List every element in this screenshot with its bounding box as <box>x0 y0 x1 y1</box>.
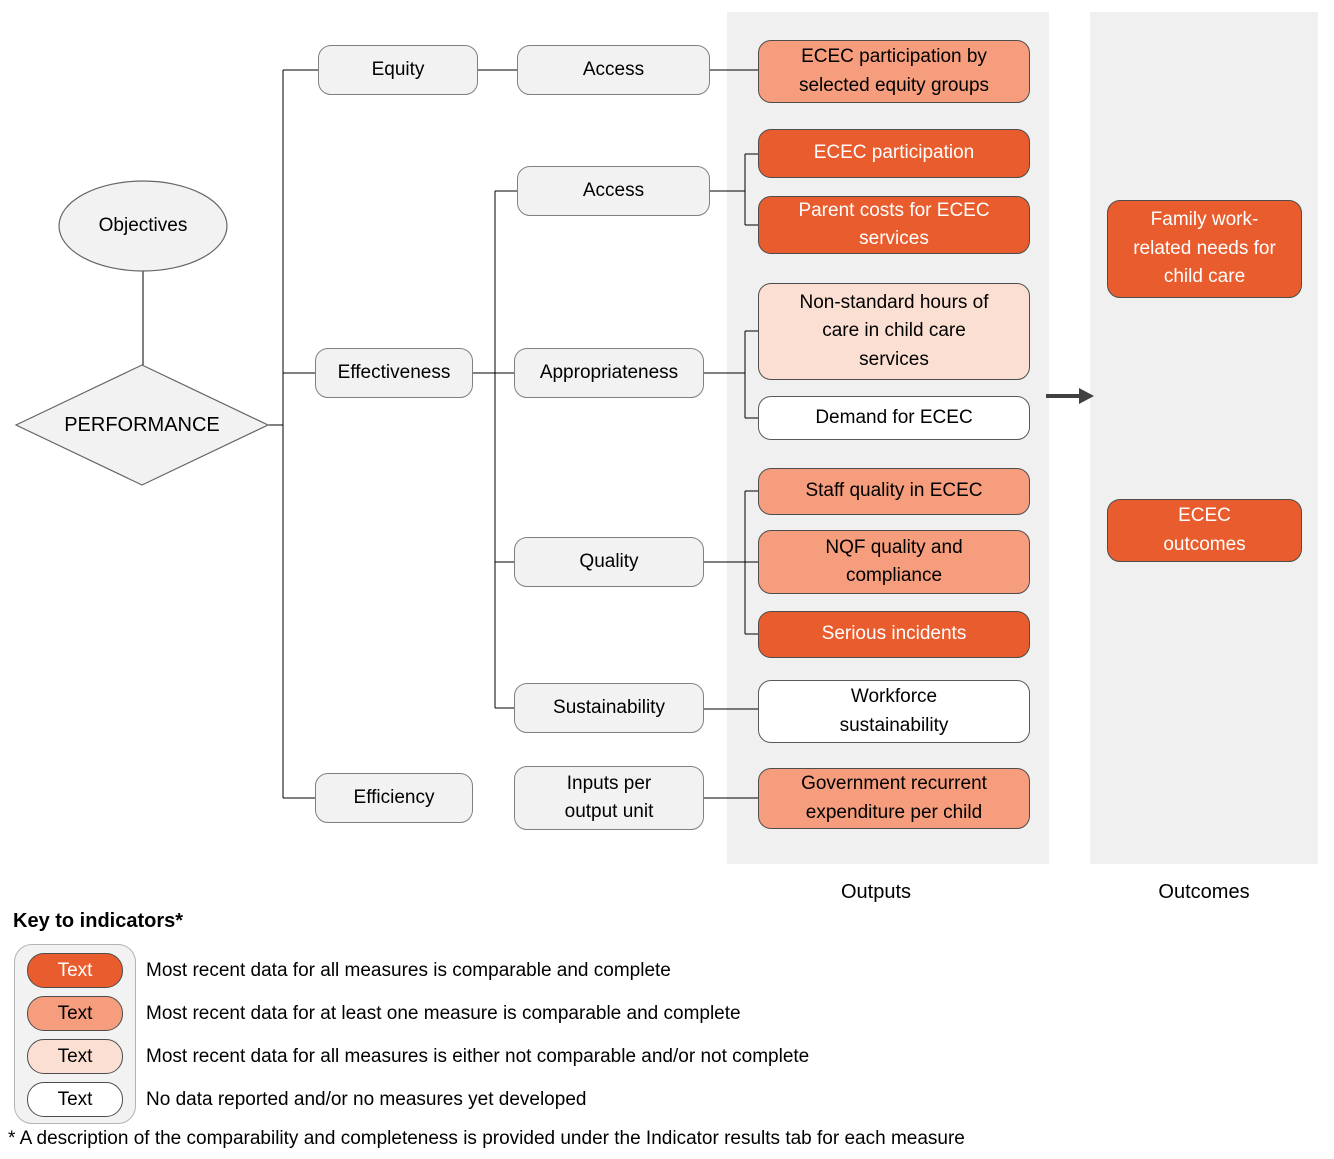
output-serious-incidents: Serious incidents <box>758 611 1030 658</box>
output-non-standard-hours: Non-standard hours of care in child care… <box>758 283 1030 380</box>
key-swatch-at-least-one: Text <box>27 996 123 1031</box>
node-sustainability: Sustainability <box>514 683 704 733</box>
performance-diamond <box>14 364 270 486</box>
outputs-column-label: Outputs <box>840 881 912 903</box>
key-swatch-not-comparable: Text <box>27 1039 123 1074</box>
key-swatch-all-comparable: Text <box>27 953 123 988</box>
key-description-all-comparable: Most recent data for all measures is com… <box>146 959 671 981</box>
node-effectiveness: Effectiveness <box>315 348 473 398</box>
outcomes-column-label: Outcomes <box>1158 881 1250 903</box>
node-quality: Quality <box>514 537 704 587</box>
objectives-label: Objectives <box>98 214 188 236</box>
outcome-family-work-needs: Family work-related needs for child care <box>1107 200 1302 298</box>
key-description-not-comparable: Most recent data for all measures is eit… <box>146 1045 810 1067</box>
key-description-at-least-one: Most recent data for at least one measur… <box>146 1002 741 1024</box>
output-nqf-quality-compliance: NQF quality and compliance <box>758 530 1030 594</box>
objectives-ellipse <box>58 180 228 272</box>
output-government-expenditure: Government recurrent expenditure per chi… <box>758 768 1030 829</box>
output-ecec-participation: ECEC participation <box>758 129 1030 178</box>
node-access-equity: Access <box>517 45 710 95</box>
output-ecec-participation-equity-groups: ECEC participation by selected equity gr… <box>758 40 1030 103</box>
performance-label: PERFORMANCE <box>64 414 220 436</box>
node-efficiency: Efficiency <box>315 773 473 823</box>
outcome-ecec-outcomes: ECEC outcomes <box>1107 499 1302 562</box>
key-description-no-data: No data reported and/or no measures yet … <box>146 1088 587 1110</box>
output-workforce-sustainability: Workforce sustainability <box>758 680 1030 743</box>
footnote: * A description of the comparability and… <box>8 1128 965 1149</box>
key-swatch-no-data: Text <box>27 1082 123 1117</box>
output-parent-costs: Parent costs for ECEC services <box>758 196 1030 254</box>
outcomes-column-background <box>1090 12 1318 864</box>
output-demand-for-ecec: Demand for ECEC <box>758 396 1030 440</box>
output-staff-quality: Staff quality in ECEC <box>758 468 1030 515</box>
node-access-effectiveness: Access <box>517 166 710 216</box>
node-inputs-per-output-unit: Inputs per output unit <box>514 766 704 830</box>
key-heading: Key to indicators* <box>13 910 184 932</box>
node-appropriateness: Appropriateness <box>514 348 704 398</box>
outputs-to-outcomes-arrow-icon <box>1046 388 1094 404</box>
node-equity: Equity <box>318 45 478 95</box>
